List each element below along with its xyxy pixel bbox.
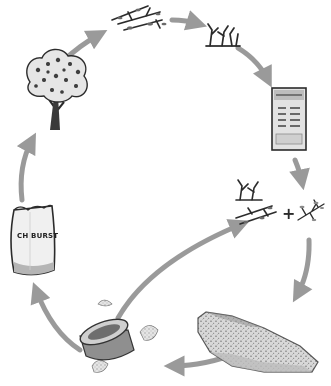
soil-mound-icon: [197, 311, 319, 373]
arrow-branches-to-twigs: [169, 10, 208, 31]
compost-sack-icon: CH BURST: [10, 204, 58, 276]
fruit-tree-icon: [26, 48, 88, 130]
document-page-icon: [271, 87, 307, 151]
arrow-mix-to-soil: [292, 237, 313, 303]
arrow-document-to-mix: [289, 157, 310, 191]
plus-sign: +: [282, 204, 295, 223]
twigs-plus-leaves-icon: +: [235, 179, 325, 225]
arrow-sieve-to-mix: [115, 219, 250, 321]
arrow-twigs-to-document: [235, 45, 272, 88]
sack-label: CH BURST: [17, 232, 58, 240]
sieve-bowl-icon: [79, 299, 159, 373]
arrow-sack-to-tree: [16, 132, 36, 203]
fallen-branches-icon: [111, 5, 167, 31]
twig-cuttings-icon: [205, 23, 241, 47]
arrow-sieve-to-sack: [30, 282, 83, 353]
